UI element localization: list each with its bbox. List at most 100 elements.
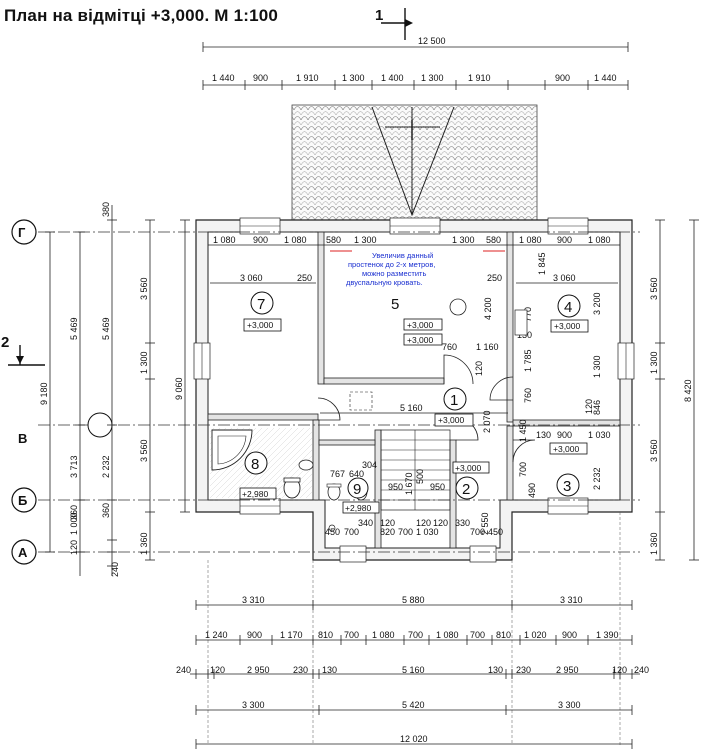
room-number: 4: [564, 299, 572, 316]
room-number: 7: [257, 296, 265, 313]
bottom-dimension-chains: 3 310 5 880 3 310 1 240 900 1 170 810 70…: [176, 512, 649, 749]
dim-r4-760: 760: [523, 388, 533, 403]
axis-label-b: Б: [18, 493, 27, 508]
dim-stair-950a: 950: [388, 482, 403, 492]
dim-bottom-row3: 240: [634, 665, 649, 675]
dim-bot-700b: 700: [398, 527, 413, 537]
note-line: Увеличив данный: [372, 251, 433, 260]
grid-axis-lines: [38, 231, 640, 553]
dim-bottom-row2: 900: [562, 630, 577, 640]
dim-bottom-row3: 5 160: [402, 665, 425, 675]
drawing-title: План на відмітці +3,000. М 1:100: [4, 6, 279, 25]
dim-inner-top-mid: 1 300: [452, 235, 475, 245]
dim-bottom-row3: 230: [516, 665, 531, 675]
staircase: [380, 429, 451, 511]
dim-r4-side: 250: [487, 273, 502, 283]
design-note: Увеличив данный простенок до 2-х метров,…: [346, 251, 435, 287]
room-number: 5: [391, 296, 399, 313]
dim-r3-130: 130: [536, 430, 551, 440]
dim-bottom-row2: 1 080: [436, 630, 459, 640]
dim-r4-width: 3 060: [553, 273, 576, 283]
dim-right-outer: 8 420: [683, 379, 693, 402]
dim-left-mid2: 360: [101, 503, 111, 518]
dim-room4: 3 200: [592, 292, 602, 315]
dim-bottom-row3: 2 950: [247, 665, 270, 675]
dim-r5-b: 1 160: [476, 342, 499, 352]
room-number: 2: [462, 481, 470, 498]
dim-bot-120a: 120: [380, 518, 395, 528]
dim-inner-top-mid: 580: [326, 235, 341, 245]
dim-bot-1030: 1 030: [416, 527, 439, 537]
dim-stair-500: 500: [415, 469, 425, 484]
room-level: +3,000: [554, 321, 581, 331]
dim-bottom-row4: 5 420: [402, 700, 425, 710]
dim-bottom-row2: 1 020: [524, 630, 547, 640]
axis-label-g: Г: [18, 225, 26, 240]
room-5: 5 +3,000 +3,000: [391, 296, 443, 346]
dim-bottom-row3: 230: [293, 665, 308, 675]
room-level: +3,000: [407, 320, 434, 330]
dim-r4-120: 120: [584, 399, 594, 414]
dim-bottom-row3: 240: [176, 665, 191, 675]
section-1-label: 1: [375, 7, 383, 24]
dim-bottom-row3: 2 950: [556, 665, 579, 675]
dim-r5-c: 120: [474, 361, 484, 376]
dim-bottom-row2: 1 240: [205, 630, 228, 640]
room-level: +3,000: [553, 444, 580, 454]
dim-bottom-row2: 700: [470, 630, 485, 640]
room-level: +2,980: [345, 503, 372, 513]
dim-bot-120b: 120: [416, 518, 431, 528]
dim-stair-1670: 1 670: [404, 472, 414, 495]
dim-top-seg: 1 440: [212, 73, 235, 83]
dim-bot-700a: 700: [344, 527, 359, 537]
dim-r5-depth: 4 200: [483, 297, 493, 320]
dim-left-top: 380: [101, 202, 111, 217]
dim-r3-700: 700: [518, 462, 528, 477]
dim-hall-depth: 2 070: [482, 410, 492, 433]
dim-inner-top-right: 1 080: [519, 235, 542, 245]
dim-top-seg: 1 910: [468, 73, 491, 83]
bathtub-icon: [211, 429, 253, 471]
dim-bot-450b: 450: [488, 527, 503, 537]
dim-left-inner: 1 300: [139, 351, 149, 374]
dim-stair-950b: 950: [430, 482, 445, 492]
dim-right-inner: 3 560: [649, 277, 659, 300]
dim-bottom-row1: 3 310: [560, 595, 583, 605]
dim-inner-top-left: 1 080: [213, 235, 236, 245]
dim-hall-width: 5 160: [400, 403, 423, 413]
dim-r9-304: 304: [362, 460, 377, 470]
dim-room3: 2 232: [592, 467, 602, 490]
room-level: +3,000: [438, 415, 465, 425]
dim-r9-767: 767: [330, 469, 345, 479]
room-9: 9 +2,980: [342, 477, 380, 514]
note-line: двуспальную кровать.: [346, 278, 423, 287]
dim-r3-1450: 1 450: [518, 419, 528, 442]
dim-r7-width: 3 060: [240, 273, 263, 283]
dim-bottom-row3: 120: [210, 665, 225, 675]
dim-top-seg: 1 910: [296, 73, 319, 83]
room-4: 4 +3,000: [550, 294, 589, 333]
dim-left-inner: 3 560: [139, 277, 149, 300]
dim-bottom-row2: 700: [344, 630, 359, 640]
room-level: +3,000: [247, 320, 274, 330]
dim-bottom-row2: 1 390: [596, 630, 619, 640]
dim-top-seg: 1 300: [342, 73, 365, 83]
dim-bot-120c: 120: [433, 518, 448, 528]
dim-inner-top-right: 1 080: [588, 235, 611, 245]
dim-bottom-row2: 900: [247, 630, 262, 640]
room-level-2: +3,000: [407, 335, 434, 345]
dim-bottom-row2: 810: [318, 630, 333, 640]
dim-bottom-row2: 810: [496, 630, 511, 640]
dim-top-overall: 12 500: [418, 36, 446, 46]
dim-r2-2550: 2 550: [480, 512, 490, 535]
note-line: можно разместить: [362, 269, 426, 278]
dim-top-seg: 1 440: [594, 73, 617, 83]
dim-r4-770: 770: [523, 307, 533, 322]
dim-r7-side: 250: [297, 273, 312, 283]
dim-left-mid: 3 713: [69, 455, 79, 478]
dim-inner-top-right: 900: [557, 235, 572, 245]
dim-right-inner: 3 560: [649, 439, 659, 462]
dim-bottom-row1: 5 880: [402, 595, 425, 605]
dim-bot-820: 820: [380, 527, 395, 537]
